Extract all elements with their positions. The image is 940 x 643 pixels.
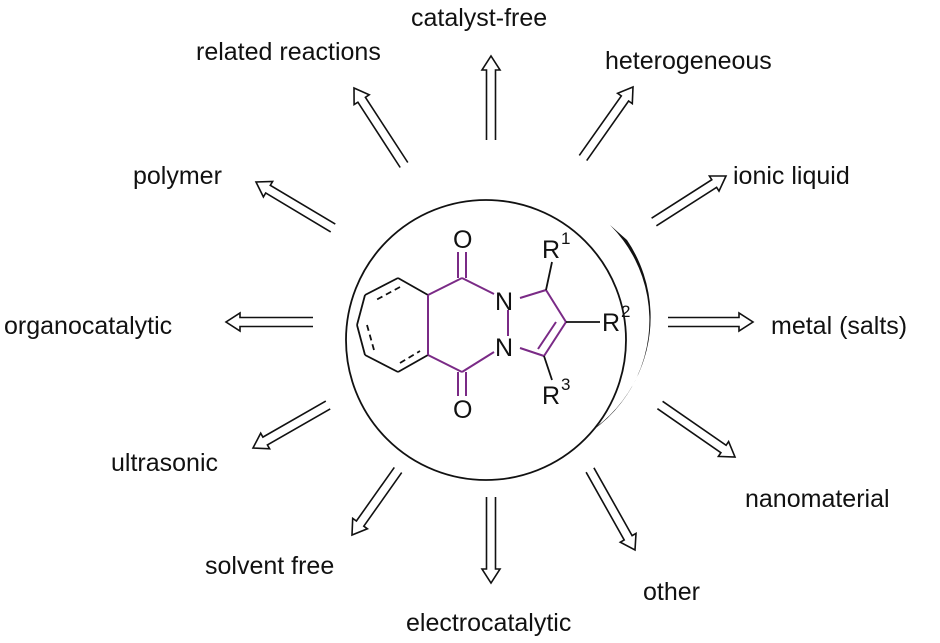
core-bond-n1 [461,277,495,295]
nitrogen-2-label: N [495,334,513,362]
arrow-group [224,54,755,585]
core-bond-double-2 [537,321,557,350]
core-bond-bottom-carbonyl [427,354,463,373]
label-related-reactions: related reactions [196,38,381,66]
arrow-metal-salts [668,311,755,333]
core-bond-n2-c [519,347,545,357]
arrow-heterogeneous [578,85,634,162]
r1-label: R [542,236,560,264]
label-polymer: polymer [133,162,222,190]
ring-bond-3 [356,294,366,326]
label-ultrasonic: ultrasonic [111,449,218,477]
r3-label: R [542,382,560,410]
arrow-nanomaterial [656,400,737,458]
r3-superscript: 3 [561,375,570,394]
ring-bond-1 [397,277,429,296]
label-heterogeneous: heterogeneous [605,47,772,75]
label-metal-salts: metal (salts) [771,312,907,340]
arrow-solvent-free [351,466,403,537]
core-bond-n1-c [519,289,547,299]
arrow-ionic-liquid [651,175,728,227]
oxygen-top-label: O [453,226,472,254]
label-organocatalytic: organocatalytic [4,312,172,340]
arrow-catalyst-free [480,54,502,140]
label-nanomaterial: nanomaterial [745,485,890,513]
core-bond-c-c [545,289,567,323]
bond-r1 [545,261,553,291]
r2-label: R [602,309,620,337]
ring-bond-5 [364,354,399,373]
ring-dash-1 [375,286,401,301]
bond-r3 [543,355,553,381]
label-solvent-free: solvent free [205,552,334,580]
nitrogen-1-label: N [495,288,513,316]
core-bond-n2 [461,351,495,373]
label-catalyst-free: catalyst-free [411,4,547,32]
ring-bond-2 [364,277,399,296]
r2-superscript: 2 [621,302,630,321]
arrow-ultrasonic [251,400,331,450]
molecule: O O N N R 1 R 2 R 3 [356,226,630,424]
arrow-other [585,467,637,552]
ring-dash-3 [399,350,421,364]
label-electrocatalytic: electrocatalytic [406,609,571,637]
arrow-polymer [254,180,336,233]
ring-bond-6 [397,354,429,373]
ring-bond-4 [356,324,366,356]
arrow-related-reactions [353,86,409,168]
oxygen-bottom-label: O [453,396,472,424]
arrow-electrocatalytic [480,497,502,585]
center-circle [345,199,627,481]
core-bond-top-carbonyl [427,277,463,296]
arrow-organocatalytic [224,311,313,333]
core-bond-double-1 [543,321,567,357]
r1-superscript: 1 [561,229,570,248]
label-ionic-liquid: ionic liquid [733,162,850,190]
ring-dash-2 [366,324,375,351]
label-other: other [643,578,700,606]
